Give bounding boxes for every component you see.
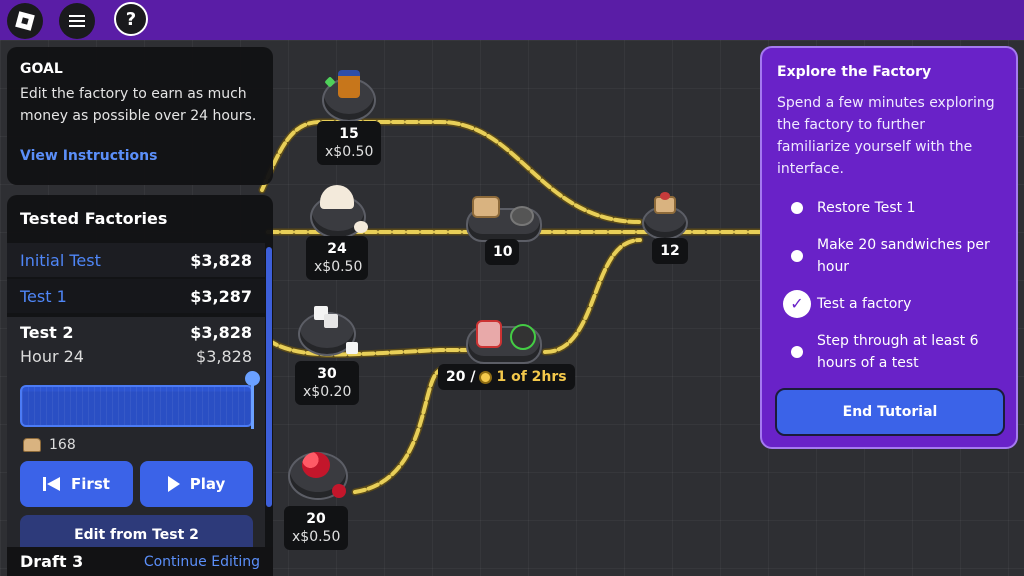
first-button-label: First — [71, 475, 110, 493]
hamburger-icon — [69, 15, 85, 27]
task-pending-icon — [791, 202, 803, 214]
selected-factory-value: $3,828 — [190, 323, 252, 342]
play-button-label: Play — [189, 475, 226, 493]
factory-row-name: Test 1 — [20, 286, 67, 306]
task-label: Make 20 sandwiches per hour — [817, 237, 990, 275]
hamburger-menu-button[interactable] — [59, 3, 95, 39]
task-label: Test a factory — [817, 296, 912, 312]
tutorial-title: Explore the Factory — [777, 64, 932, 80]
berries-rate-label: 20 x$0.50 — [284, 506, 348, 550]
sandwich-count-value: 168 — [49, 437, 76, 453]
continue-editing-link[interactable]: Continue Editing — [143, 553, 260, 570]
question-mark-icon: ? — [125, 8, 137, 30]
task-pending-icon — [791, 346, 803, 358]
view-instructions-link[interactable]: View Instructions — [20, 148, 158, 164]
draft-name: Draft 3 — [20, 552, 84, 571]
peanut-butter-jar-icon — [338, 70, 360, 98]
sandwich-slot-icon — [510, 206, 534, 226]
sandwich-count: 168 — [23, 437, 76, 453]
roblox-logo-icon — [15, 11, 35, 31]
factory-row-initial-test[interactable]: Initial Test $3,828 — [7, 243, 265, 277]
price-value: x$0.50 — [292, 529, 341, 545]
timeline-cursor-line — [251, 383, 254, 429]
output-rate-label: 12 — [652, 238, 688, 264]
sandwich-builder-rate-label: 10 — [485, 239, 519, 265]
rate-value: 20 / — [446, 369, 476, 385]
selected-factory-header: Test 2 $3,828 — [20, 323, 252, 342]
timeline-handle[interactable] — [245, 371, 260, 386]
selected-factory-name: Test 2 — [20, 323, 74, 342]
sugar-cube-icon — [324, 314, 338, 328]
factory-row-name: Initial Test — [20, 250, 101, 270]
berry-small-icon — [332, 484, 346, 498]
tutorial-panel: Explore the Factory Spend a few minutes … — [760, 46, 1018, 449]
sugar-rate-label: 30 x$0.20 — [295, 361, 359, 405]
play-button[interactable]: Play — [140, 461, 253, 507]
price-value: x$0.20 — [303, 384, 352, 400]
top-bar — [0, 0, 1024, 40]
task-pending-icon — [791, 250, 803, 262]
factory-row-value: $3,287 — [190, 286, 252, 306]
roblox-menu-button[interactable] — [7, 3, 43, 39]
price-value: x$0.50 — [325, 144, 374, 160]
selected-factory-hour-row: Hour 24 $3,828 — [20, 347, 252, 366]
goal-panel: GOAL Edit the factory to earn as much mo… — [7, 47, 273, 185]
upgrade-progress: 1 of 2hrs — [496, 369, 567, 385]
end-tutorial-button[interactable]: End Tutorial — [775, 388, 1005, 436]
play-icon — [167, 476, 180, 492]
tutorial-text: Spend a few minutes exploring the factor… — [777, 95, 995, 177]
hour-value: $3,828 — [196, 347, 252, 366]
goal-text: Edit the factory to earn as much money a… — [20, 86, 257, 124]
task-label: Step through at least 6 hours of a test — [817, 333, 979, 371]
jam-jar-icon — [476, 320, 502, 348]
jam-slot-icon — [510, 324, 536, 350]
price-value: x$0.50 — [314, 259, 363, 275]
goal-title: GOAL — [20, 61, 63, 77]
help-button[interactable]: ? — [114, 2, 148, 36]
factory-row-test-1[interactable]: Test 1 $3,287 — [7, 279, 265, 313]
upgrade-coin-icon — [479, 370, 493, 384]
jam-rate-label: 20 / 1 of 2hrs — [438, 364, 575, 390]
bread-small-icon — [354, 221, 368, 233]
bread-roll-icon — [320, 185, 354, 209]
rate-value: 30 — [317, 366, 337, 382]
skip-to-start-icon — [43, 477, 61, 491]
tested-factories-panel: Tested Factories Initial Test $3,828 Tes… — [7, 195, 273, 576]
checkmark-icon: ✓ — [783, 290, 811, 318]
berries-icon — [302, 452, 330, 478]
output-marker-icon — [660, 192, 670, 200]
factory-row-value: $3,828 — [190, 250, 252, 270]
tested-factories-title: Tested Factories — [20, 209, 168, 228]
rate-value: 20 — [306, 511, 326, 527]
sandwich-icon — [472, 196, 500, 218]
bread-rate-label: 24 x$0.50 — [306, 236, 368, 280]
peanut-butter-rate-label: 15 x$0.50 — [317, 121, 381, 165]
first-button[interactable]: First — [20, 461, 133, 507]
hour-label: Hour 24 — [20, 347, 84, 366]
tested-factories-scrollbar[interactable] — [266, 247, 272, 507]
rate-value: 24 — [327, 241, 347, 257]
hour-timeline-slider[interactable] — [20, 385, 253, 427]
draft-bar: Draft 3 Continue Editing — [7, 547, 273, 576]
task-label: Restore Test 1 — [817, 200, 916, 216]
sandwich-icon — [23, 438, 41, 452]
rate-value: 15 — [339, 126, 359, 142]
sugar-cube-small-icon — [346, 342, 358, 354]
